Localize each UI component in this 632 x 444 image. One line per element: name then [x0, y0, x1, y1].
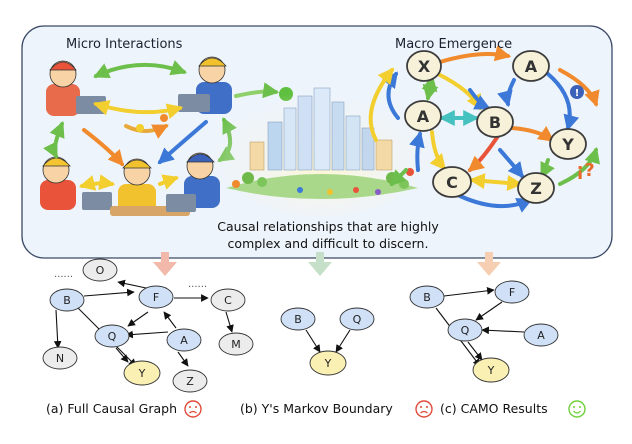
svg-text:Y: Y — [324, 357, 332, 370]
caption-camo-results: (c) CAMO Results — [440, 401, 548, 416]
person-icon — [166, 152, 220, 212]
svg-text:N: N — [56, 352, 64, 365]
svg-text:B: B — [294, 313, 302, 326]
svg-text:Y: Y — [561, 135, 574, 154]
macro-arrows — [368, 45, 600, 213]
svg-text:Y: Y — [138, 367, 146, 380]
svg-text:B: B — [63, 294, 71, 307]
graph-full-node-b: B — [49, 288, 85, 312]
svg-text:Q: Q — [353, 313, 362, 326]
graph-full-node-a: A — [166, 328, 202, 352]
graph-full-node-z: Z — [172, 369, 208, 393]
svg-text:A: A — [180, 334, 188, 347]
smile-face-icon — [568, 400, 586, 418]
graph-camo-node-b: B — [409, 285, 445, 309]
svg-text:O: O — [96, 264, 105, 277]
question-marks: ¡? — [576, 160, 595, 181]
macro-node-z: Z — [517, 172, 555, 204]
svg-text:C: C — [224, 294, 232, 307]
graph-camo-node-a: A — [523, 323, 559, 347]
macro-node-y: Y — [549, 128, 587, 160]
svg-text:Z: Z — [186, 375, 194, 388]
graph-full-node-q: Q — [94, 324, 130, 348]
graph-full-node-f: F — [138, 285, 174, 309]
svg-text:B: B — [423, 291, 431, 304]
laptop-icon — [166, 194, 196, 212]
panel-caption-line1: Causal relationships that are highly — [217, 219, 439, 234]
caption-markov-boundary: (b) Y's Markov Boundary — [240, 401, 393, 416]
graph-camo-node-f: F — [494, 280, 530, 304]
micro-interactions-title: Micro Interactions — [66, 37, 183, 52]
svg-text:B: B — [489, 113, 501, 132]
panel-caption-line2: complex and difficult to discern. — [228, 236, 429, 251]
graph-markov-edges — [305, 329, 351, 353]
graph-camo-node-y: Y — [472, 357, 510, 383]
svg-text:Y: Y — [487, 364, 495, 377]
person-icon — [178, 56, 232, 114]
laptop-icon — [178, 94, 210, 112]
down-arrow-green — [308, 252, 332, 276]
down-arrow-red — [153, 252, 177, 276]
person-icon — [40, 156, 112, 210]
graph-full-node-m: M — [218, 332, 254, 356]
macro-node-b: B — [476, 106, 514, 138]
svg-text:M: M — [231, 338, 241, 351]
sad-face-icon — [184, 400, 202, 418]
macro-node-x: X — [406, 50, 442, 82]
graph-markov-node-b: B — [280, 307, 316, 331]
graph-full-node-y: Y — [123, 360, 161, 386]
svg-text:A: A — [525, 57, 538, 76]
ellipsis-right: ...... — [188, 279, 207, 290]
graph-camo-node-q: Q — [447, 318, 483, 342]
svg-text:C: C — [446, 173, 458, 192]
svg-text:F: F — [509, 286, 515, 299]
svg-text:A: A — [417, 107, 430, 126]
sad-face-icon — [415, 400, 433, 418]
macro-node-a-mid: A — [404, 100, 442, 132]
svg-text:F: F — [153, 291, 159, 304]
laptop-icon — [82, 192, 112, 210]
svg-text:X: X — [418, 57, 431, 76]
svg-text:A: A — [537, 329, 545, 342]
svg-text:Q: Q — [108, 330, 117, 343]
graph-full-node-n: N — [42, 346, 78, 370]
graph-full-node-o: O — [82, 258, 118, 282]
caption-full-graph: (a) Full Causal Graph — [46, 401, 177, 416]
svg-text:Q: Q — [461, 324, 470, 337]
down-arrow-orange — [477, 252, 501, 276]
macro-emergence-title: Macro Emergence — [395, 37, 512, 52]
graph-markov-node-q: Q — [339, 307, 375, 331]
svg-text:Z: Z — [530, 179, 542, 198]
macro-node-a-top: A — [512, 50, 550, 82]
exclaim-mark: ! — [575, 88, 580, 99]
ellipsis-left: ...... — [54, 269, 73, 280]
city-icon — [212, 84, 432, 216]
graph-markov-node-y: Y — [309, 350, 347, 376]
macro-node-c: C — [432, 166, 472, 198]
graph-full-node-c: C — [210, 288, 246, 312]
